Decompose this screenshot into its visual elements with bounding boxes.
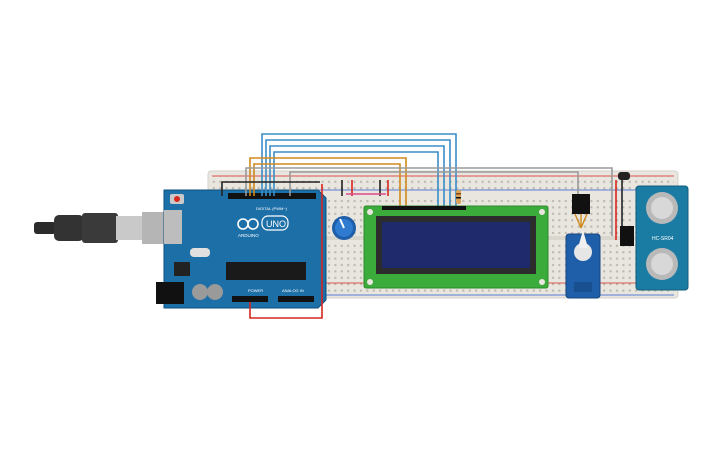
- voltage-regulator: [174, 262, 190, 276]
- crystal: [190, 248, 210, 257]
- analog-label: ANALOG IN: [282, 288, 304, 293]
- analog-header[interactable]: [278, 296, 314, 302]
- lcd-module[interactable]: [363, 205, 549, 289]
- wire-red-power: [249, 184, 323, 319]
- digital-header[interactable]: [228, 193, 316, 199]
- wire-orange-2: [253, 163, 401, 208]
- sensor-wire-clip: [618, 172, 630, 180]
- sensor-model-label: HC-SR04: [652, 236, 674, 242]
- uno-logo-text: UNO: [266, 219, 286, 229]
- servo-connector: [572, 194, 590, 214]
- ultrasonic-sensor[interactable]: HC-SR04: [618, 172, 689, 291]
- bottom-power-rail[interactable]: [212, 283, 674, 295]
- wire-gray-2: [289, 171, 579, 200]
- arduino-brand-text: ARDUINO: [238, 233, 259, 238]
- arduino-uno-board[interactable]: DIGITAL (PWM~) ARDUINO UNO POWER ANALOG …: [156, 189, 327, 309]
- potentiometer[interactable]: [332, 216, 356, 240]
- wire-black-1: [221, 181, 320, 196]
- wire-orange-1: [249, 157, 407, 208]
- capacitor-2: [207, 284, 223, 300]
- digital-label: DIGITAL (PWM~): [256, 206, 288, 211]
- power-header[interactable]: [232, 296, 268, 302]
- sensor-pin-header: [620, 226, 634, 246]
- top-power-rail[interactable]: [212, 176, 674, 190]
- lcd-pin-header: [382, 206, 466, 210]
- power-label: POWER: [248, 288, 263, 293]
- wire-blue-1: [261, 133, 457, 208]
- wire-blue-4: [273, 151, 439, 208]
- atmega-chip: [226, 262, 306, 280]
- usb-port: [164, 210, 182, 244]
- resistor[interactable]: [456, 190, 461, 204]
- capacitor-1: [192, 284, 208, 300]
- lcd-screen: [382, 222, 530, 268]
- usb-cable[interactable]: [34, 212, 164, 244]
- wire-group[interactable]: [221, 133, 623, 319]
- arduino-logo: ARDUINO: [237, 218, 259, 238]
- wire-blue-3: [269, 145, 445, 208]
- power-jack: [156, 282, 184, 304]
- servo-motor[interactable]: [565, 194, 601, 299]
